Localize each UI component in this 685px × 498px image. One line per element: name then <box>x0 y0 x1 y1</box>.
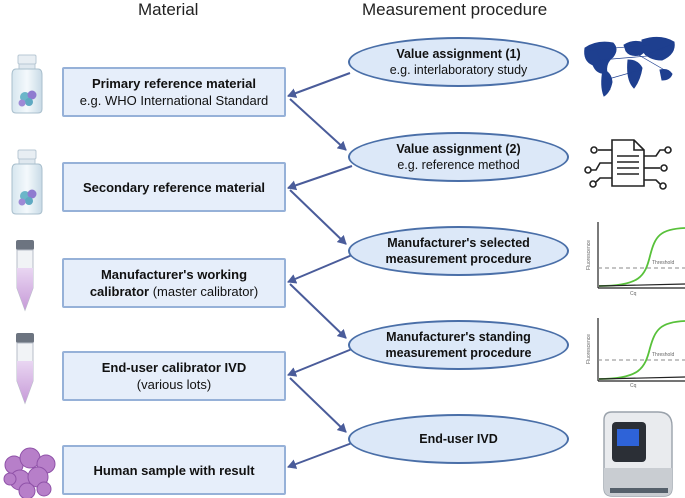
plot-threshold-label: Threshold <box>652 260 675 266</box>
ellipse-subtitle: e.g. interlaboratory study <box>389 63 528 77</box>
plot-ylabel: Fluorescence <box>586 239 593 271</box>
world-network-icon <box>584 36 675 97</box>
tube-icon <box>16 240 34 312</box>
standing-procedure-ellipse: Manufacturer's standing measurement proc… <box>348 320 569 370</box>
arrow-standing-to-enduser-cal <box>287 348 353 377</box>
box-subtitle: (various lots) <box>136 377 212 392</box>
procedure-column-header: Measurement procedure <box>362 0 548 19</box>
arrow-va1-to-primary <box>287 72 351 98</box>
ellipse-title-line2: measurement procedure <box>385 346 532 360</box>
vial-icon <box>11 54 43 114</box>
arrow-va2-to-secondary <box>287 165 353 191</box>
selected-procedure-ellipse: Manufacturer's selected measurement proc… <box>348 226 569 276</box>
box-title: Secondary reference material <box>82 179 266 195</box>
ellipse-title: End-user IVD <box>419 432 498 446</box>
cells-icon <box>3 447 56 498</box>
secondary-reference-material-box: Secondary reference material <box>62 162 286 212</box>
box-title: Human sample with result <box>93 462 255 478</box>
primary-reference-material-box: Primary reference material e.g. WHO Inte… <box>62 67 286 117</box>
material-column-header: Material <box>138 0 199 19</box>
pcr-curve-icon <box>597 318 685 382</box>
tube-icon <box>16 333 34 405</box>
document-circuit-icon <box>584 139 672 190</box>
ellipse-subtitle: e.g. reference method <box>397 158 520 172</box>
ellipse-title: Value assignment (2) <box>396 142 521 156</box>
arrow-enduser-cal-to-ivd <box>289 377 347 433</box>
box-subtitle: (master calibrator) <box>149 284 259 299</box>
ellipse-title: Manufacturer's selected <box>387 236 530 250</box>
ellipse-title-line2: measurement procedure <box>385 252 532 266</box>
analyzer-device-icon <box>603 411 673 497</box>
arrow-primary-to-va2 <box>289 98 347 151</box>
ellipse-title: Manufacturer's standing <box>386 330 531 344</box>
arrow-secondary-to-selected <box>289 189 347 245</box>
value-assignment-2-ellipse: Value assignment (2) e.g. reference meth… <box>348 132 569 182</box>
box-subtitle: e.g. WHO International Standard <box>79 93 269 108</box>
value-assignment-1-ellipse: Value assignment (1) e.g. interlaborator… <box>348 37 569 87</box>
flow-arrows <box>287 72 353 469</box>
plot-xlabel: Cq <box>630 383 637 389</box>
working-calibrator-box: Manufacturer's working calibrator (maste… <box>62 258 286 308</box>
end-user-calibrator-box: End-user calibrator IVD (various lots) <box>62 351 286 401</box>
plot-ylabel: Fluorescence <box>586 333 593 365</box>
plot-xlabel: Cq <box>630 291 637 297</box>
vial-icon <box>11 149 43 215</box>
box-title: End-user calibrator IVD <box>101 360 247 375</box>
box-title: Primary reference material <box>91 76 257 91</box>
arrow-ivd-to-sample <box>287 442 353 469</box>
arrow-working-to-standing <box>289 283 347 339</box>
end-user-ivd-ellipse: End-user IVD <box>348 414 569 464</box>
plot-threshold-label: Threshold <box>652 352 675 358</box>
box-title-bold-part: calibrator <box>89 284 150 299</box>
arrow-selected-to-working <box>287 254 353 284</box>
box-title-line2: calibrator (master calibrator) <box>90 283 258 300</box>
box-title: Manufacturer's working <box>100 267 248 282</box>
ellipse-title: Value assignment (1) <box>396 47 521 61</box>
human-sample-box: Human sample with result <box>62 445 286 495</box>
pcr-curve-icon <box>597 222 685 289</box>
